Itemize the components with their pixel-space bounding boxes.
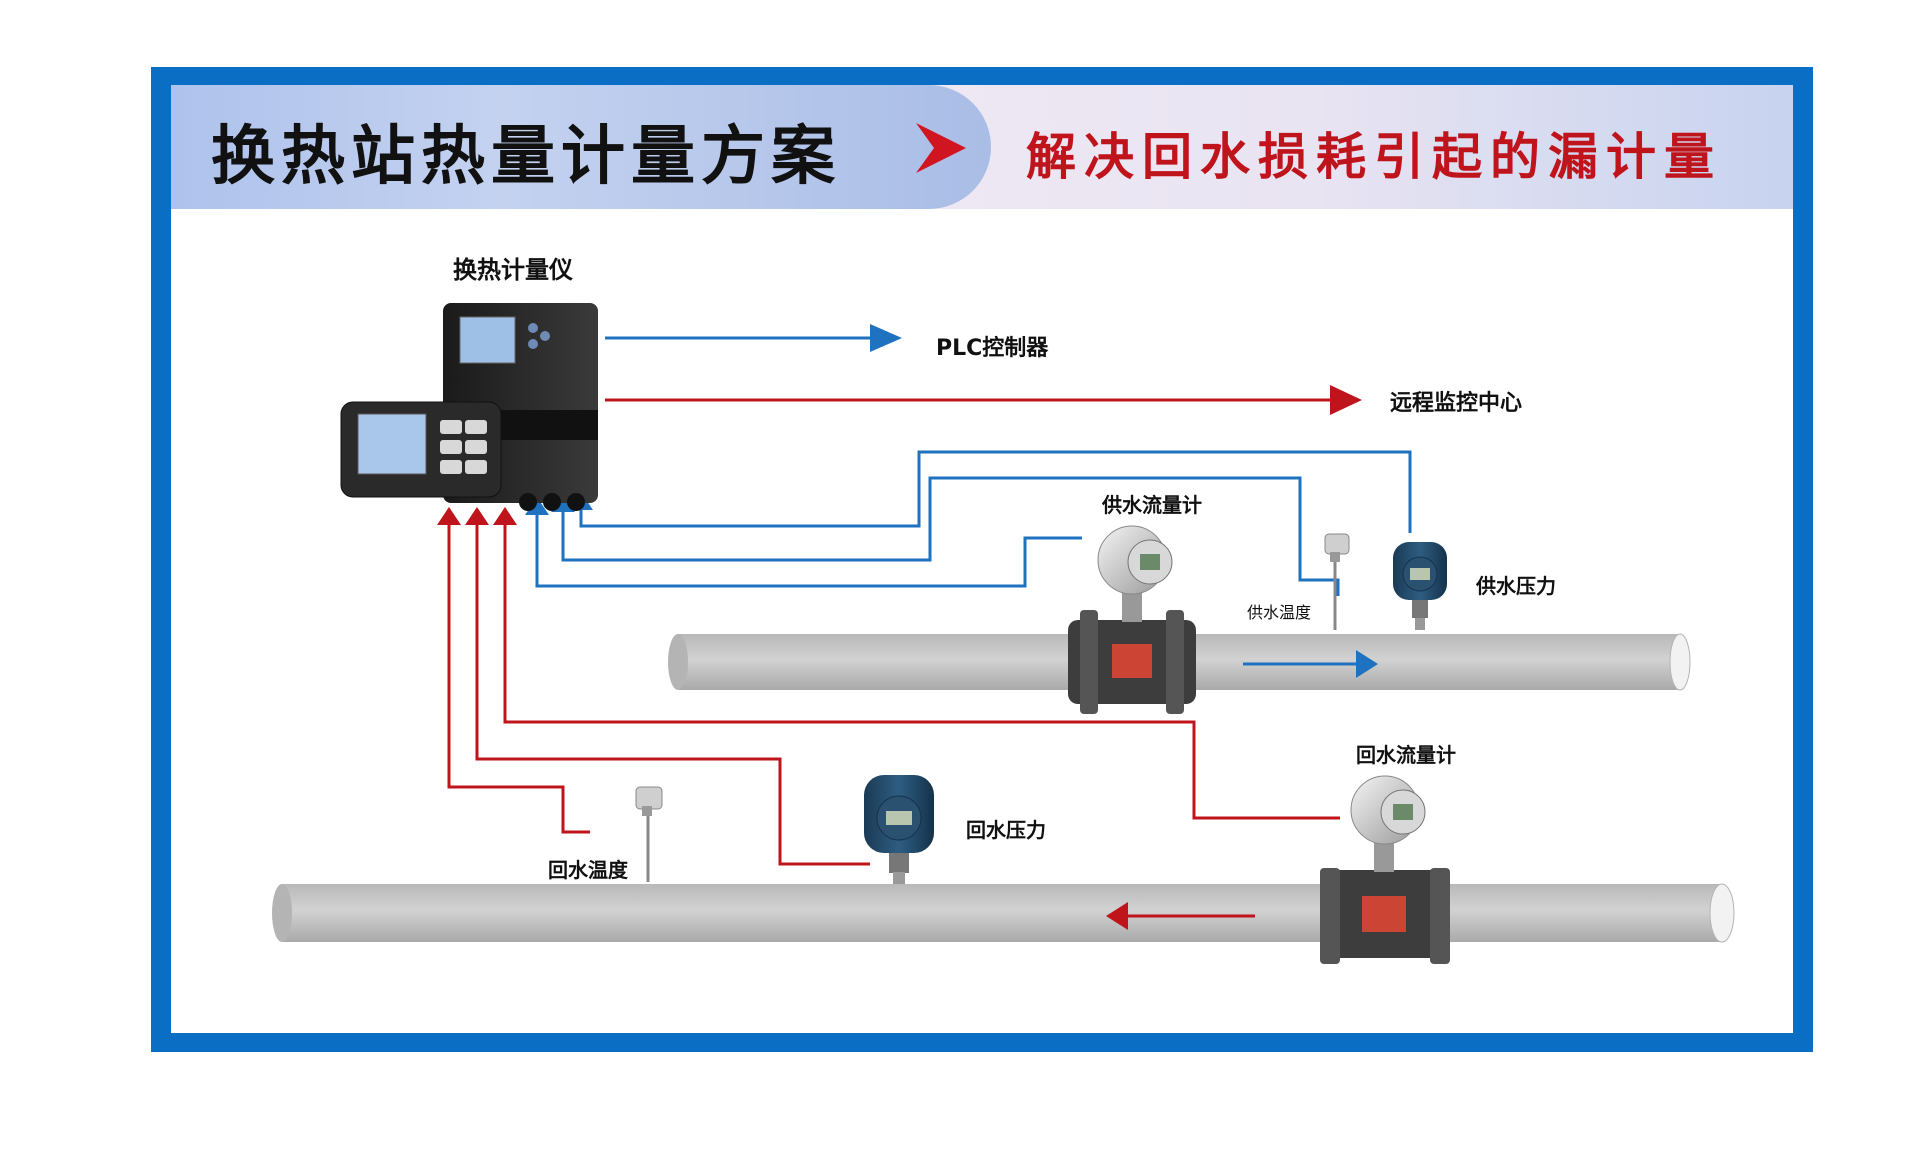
blue-arrowheads [525,324,1378,678]
blue-signal-lines [535,336,1412,666]
title-tab [171,85,991,209]
page-title: 换热站热量计量方案 [211,120,841,194]
chevron-right-icon [916,123,966,173]
page-subtitle: 解决回水损耗引起的漏计量 [1026,128,1722,186]
system-diagram: 换热计量仪 PLC控制器 远程监控中心 供水流量计 供水温度 供水压力 回水流量… [272,256,1735,964]
red-signal-lines [447,398,1340,918]
supply-flow-meter [1068,525,1196,714]
return-temp-sensor [635,786,663,882]
supply-temp-label: 供水温度 [1247,603,1311,622]
return-flow-meter [1320,775,1450,964]
meter-label: 换热计量仪 [453,256,574,284]
red-arrowheads [437,385,1362,930]
supply-temp-sensor [1324,533,1350,630]
supply-flow-label: 供水流量计 [1101,493,1202,517]
heat-meter-device [340,303,598,511]
supply-pressure-sensor [1393,542,1447,630]
return-pipe [272,883,1735,943]
header-banner: 换热站热量计量方案 解决回水损耗引起的漏计量 [171,85,1793,209]
return-temp-label: 回水温度 [548,858,629,882]
return-pressure-label: 回水压力 [966,818,1046,842]
plc-label: PLC控制器 [936,335,1049,361]
outer-frame: 换热站热量计量方案 解决回水损耗引起的漏计量 [151,67,1813,1052]
remote-center-label: 远程监控中心 [1390,390,1522,416]
return-flow-label: 回水流量计 [1356,743,1456,767]
supply-pressure-label: 供水压力 [1475,574,1556,598]
return-pressure-sensor [864,775,934,884]
content-area: 换热站热量计量方案 解决回水损耗引起的漏计量 [171,85,1793,1033]
